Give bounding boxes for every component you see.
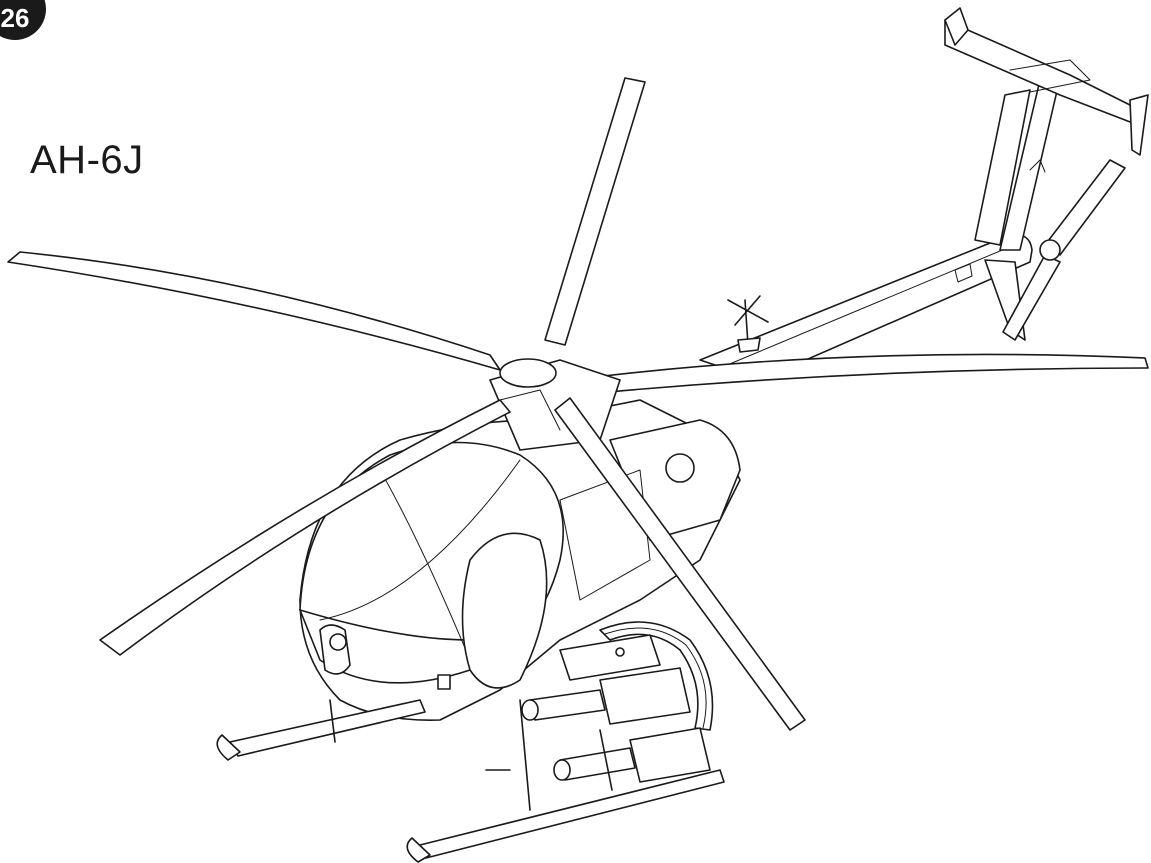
rotor-blade-left [7,251,501,371]
landing-skid-right [406,699,725,863]
landing-skid-left [216,699,426,761]
rotor-blade-front [554,397,806,731]
main-rotor-hub [489,358,621,451]
minigun-upper [521,667,691,725]
weapon-mount [559,634,661,681]
rotor-blade-top [544,77,646,346]
rotor-blade-lower-left [99,399,511,656]
antenna [727,295,769,353]
step-number-badge: 26 [0,0,46,40]
rotor-blade-right [569,353,1149,396]
nose-details [319,624,451,690]
ammunition-belt [599,621,714,731]
model-title: AH-6J [30,138,144,182]
tail-rotor [1002,159,1126,341]
tail-fin [974,77,1061,341]
minigun-lower [553,727,711,783]
step-number: 26 [0,3,30,33]
horizontal-stabilizer [944,7,1149,156]
cockpit-canopy [299,441,564,689]
